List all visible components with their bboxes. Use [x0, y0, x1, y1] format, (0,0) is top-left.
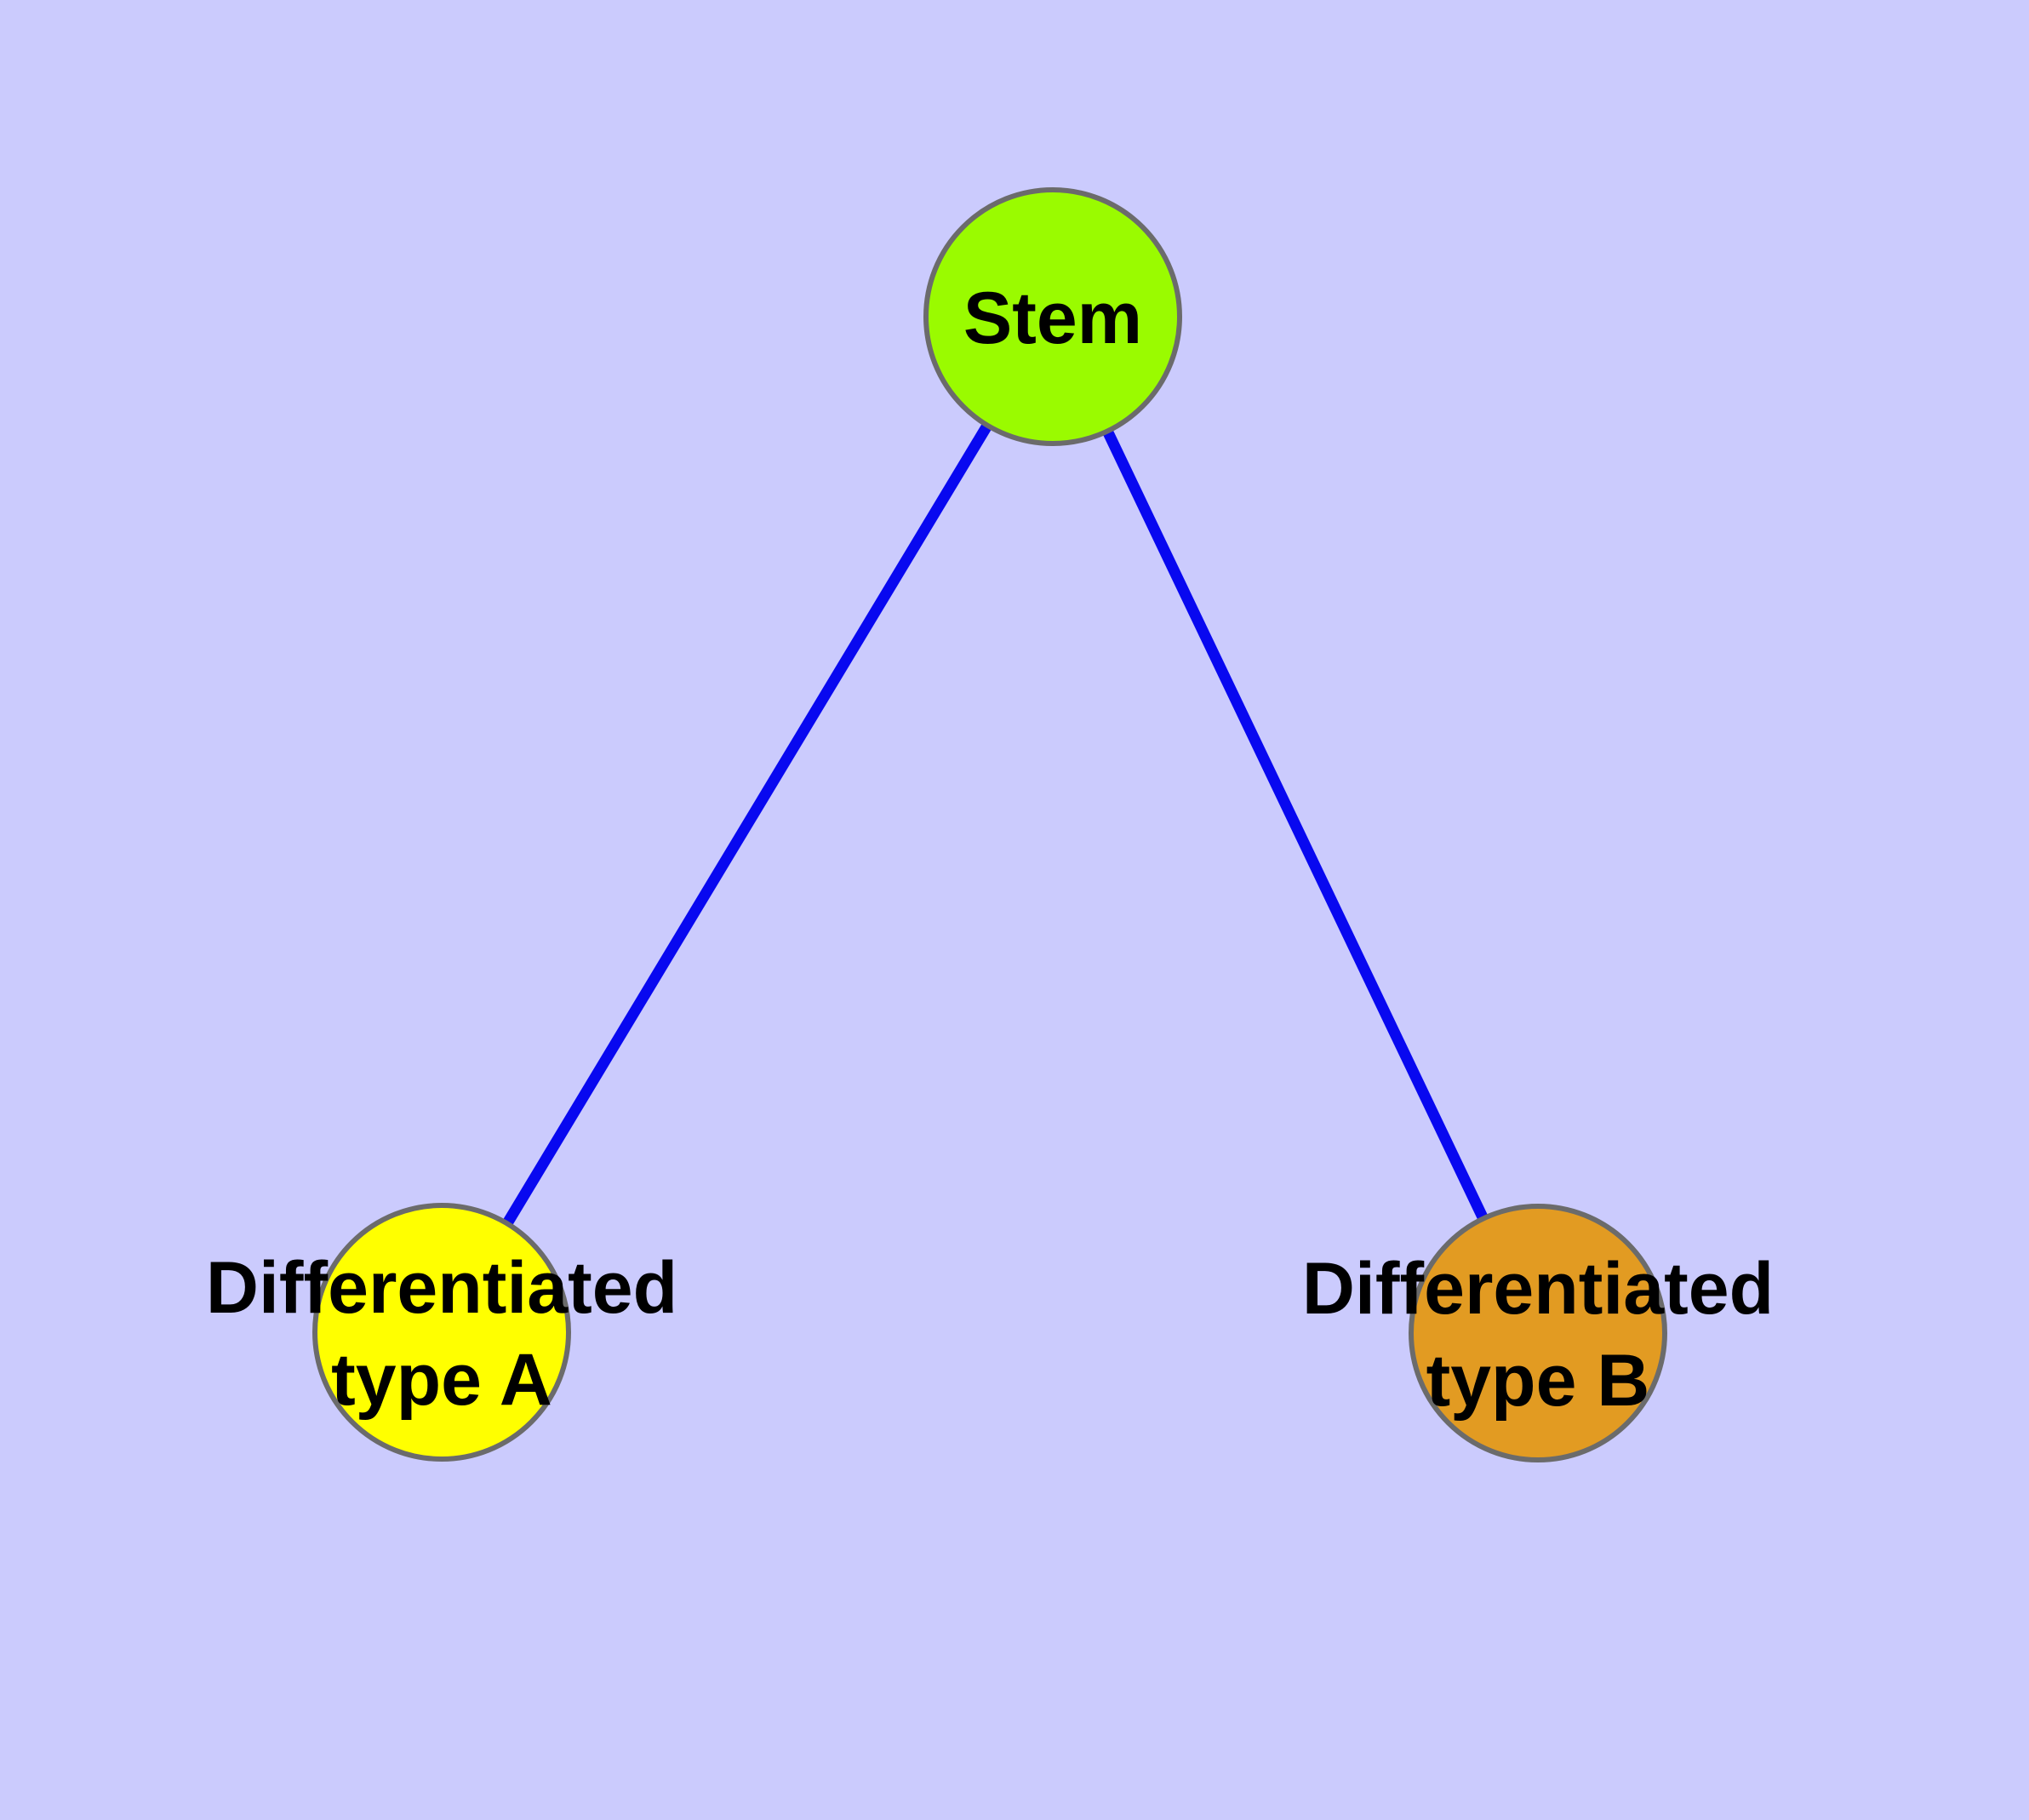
- node-label-differentiated-type-a: Differentiated type A: [206, 1247, 677, 1421]
- edge-stem-to-differentiated-type-a: [437, 313, 1058, 1336]
- node-label-line: type B: [1426, 1340, 1650, 1422]
- node-label-line: type A: [331, 1339, 552, 1421]
- node-label-differentiated-type-b: Differentiated type B: [1302, 1248, 1774, 1422]
- node-differentiated-type-b: [1409, 1204, 1667, 1462]
- node-label-stem: Stem: [963, 278, 1142, 359]
- edge-stem-to-differentiated-type-b: [1048, 314, 1543, 1336]
- node-label-line: Stem: [963, 278, 1142, 359]
- node-differentiated-type-a: [312, 1203, 571, 1462]
- node-label-line: Differentiated: [206, 1247, 677, 1329]
- node-label-line: Differentiated: [1302, 1248, 1774, 1330]
- node-stem: [923, 187, 1182, 446]
